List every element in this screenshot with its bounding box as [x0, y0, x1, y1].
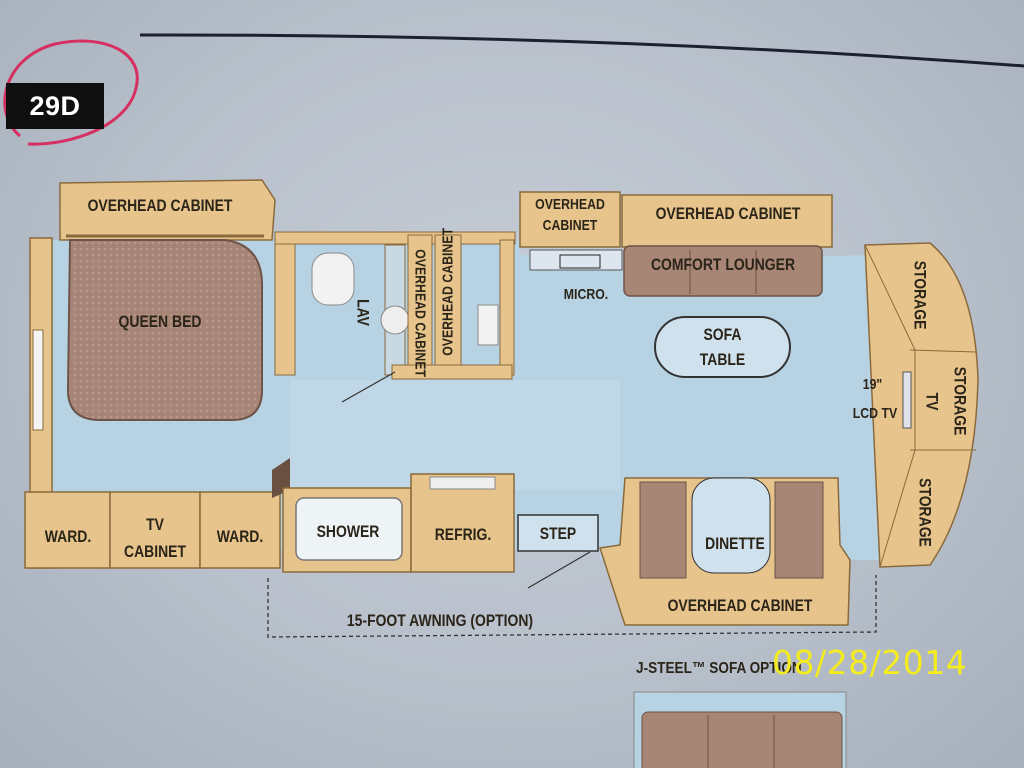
label-overhead-cabinet-bottom: OVERHEAD CABINET: [667, 596, 813, 615]
overhead-cabinet-top-right: [621, 194, 833, 248]
ward-left: [24, 491, 111, 569]
microwave: [529, 249, 623, 271]
dinette-table: [691, 477, 771, 574]
tv-cabinet: [109, 491, 201, 569]
date-stamp: 08/28/2014: [772, 643, 968, 682]
awning-outline: [267, 575, 877, 638]
label-overhead-cabinet-vert-2: OVERHEAD CABINET: [439, 227, 457, 356]
label-ward-left: WARD.: [44, 527, 92, 546]
label-overhead-cabinet-left: OVERHEAD CABINET: [87, 196, 233, 215]
step: [517, 514, 599, 552]
label-overhead-cabinet-vert-1: OVERHEAD CABINET: [411, 249, 429, 378]
label-shower: SHOWER: [316, 522, 380, 541]
overhead-cabinet-left: [59, 179, 276, 241]
label-dinette: DINETTE: [705, 534, 765, 553]
label-comfort-lounger: COMFORT LOUNGER: [650, 255, 796, 274]
label-ward-right: WARD.: [216, 527, 264, 546]
jsteel-sofa-option-label: J-STEEL™ SOFA OPTION: [636, 660, 802, 677]
label-storage-tv-2: TV: [922, 392, 942, 411]
label-micro: MICRO.: [563, 286, 609, 303]
label-tv-cabinet-2: CABINET: [124, 542, 186, 561]
label-refrig: REFRIG.: [434, 525, 492, 544]
header-rule: [139, 33, 1024, 68]
overhead-cabinet-vert-1: [407, 234, 433, 371]
comfort-lounger: [623, 245, 823, 297]
label-lcd-tv-1: 19": [862, 376, 883, 393]
label-storage-bottom: STORAGE: [915, 478, 935, 547]
label-step: STEP: [539, 524, 577, 543]
label-overhead-cabinet-small-1: OVERHEAD: [535, 196, 605, 213]
label-overhead-cabinet-small-2: CABINET: [542, 217, 598, 234]
label-overhead-cabinet-top-right: OVERHEAD CABINET: [655, 204, 801, 223]
queen-bed: [66, 239, 263, 421]
lcd-tv: [902, 371, 912, 429]
overhead-cabinet-small: [519, 191, 621, 248]
label-storage-tv-1: STORAGE: [950, 366, 970, 436]
label-lcd-tv-2: LCD TV: [852, 405, 898, 422]
sofa-table: [654, 316, 791, 378]
label-tv-cabinet-1: TV: [146, 515, 164, 534]
label-lav: LAV: [353, 299, 373, 326]
label-awning: 15-FOOT AWNING (OPTION): [346, 611, 534, 630]
shower: [295, 497, 403, 561]
refrigerator: [410, 473, 515, 573]
front-storage: [864, 242, 979, 568]
label-sofa-table-1: SOFA: [703, 325, 742, 344]
overhead-cabinet-vert-2: [434, 234, 462, 371]
label-storage-top: STORAGE: [910, 260, 930, 330]
model-badge: 29D: [6, 83, 104, 129]
ward-right: [199, 491, 281, 569]
label-queen-bed: QUEEN BED: [118, 312, 202, 331]
label-sofa-table-2: TABLE: [699, 350, 746, 369]
